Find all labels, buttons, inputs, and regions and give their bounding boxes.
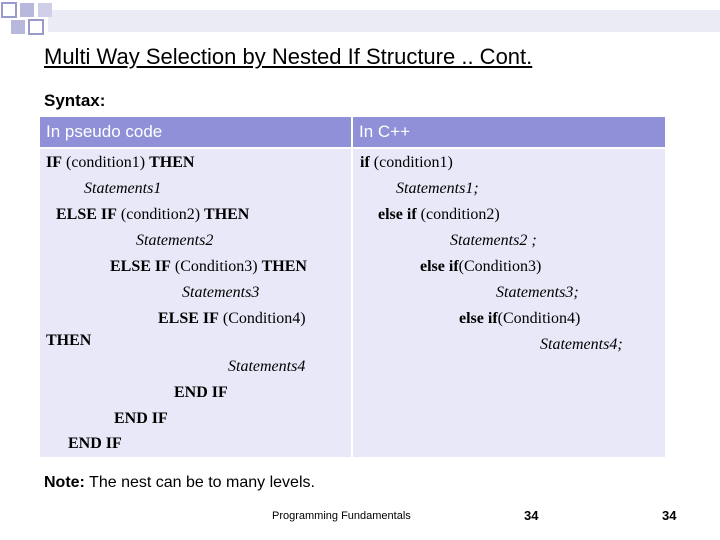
pseudo-line-9: Statements4 — [228, 358, 306, 375]
cpp-line-8: Statements4; — [540, 336, 623, 353]
pseudo-line-5: ELSE IF (Condition3) THEN — [110, 258, 307, 275]
pseudo-line-7: ELSE IF (Condition4) — [158, 310, 306, 327]
deco-square — [11, 20, 25, 34]
pseudo-line-12: END IF — [68, 435, 122, 452]
cpp-line-5: else if(Condition3) — [420, 258, 542, 275]
page-number-right: 34 — [662, 508, 677, 523]
cpp-line-7: else if(Condition4) — [459, 310, 581, 327]
pseudo-line-11: END IF — [114, 410, 168, 427]
header-pseudo-code: In pseudo code — [40, 117, 351, 147]
pseudo-line-1: IF (condition1) THEN — [46, 154, 195, 171]
pseudo-line-4: Statements2 — [136, 232, 214, 249]
column-divider — [351, 117, 353, 457]
cpp-line-4: Statements2 ; — [450, 232, 537, 249]
header-divider — [40, 147, 665, 149]
pseudo-line-6: Statements3 — [182, 284, 260, 301]
syntax-label: Syntax: — [44, 91, 106, 110]
cpp-line-3: else if (condition2) — [378, 206, 500, 223]
page-number: 34 — [524, 508, 539, 523]
decorative-header — [1, 2, 720, 35]
cpp-line-6: Statements3; — [496, 284, 579, 301]
deco-square — [28, 19, 44, 35]
syntax-table: In pseudo code In C++ IF (condition1) TH… — [40, 117, 665, 457]
pseudo-line-3: ELSE IF (condition2) THEN — [56, 206, 250, 223]
deco-square — [1, 2, 17, 18]
note-text: Note: The nest can be to many levels. — [44, 474, 315, 491]
header-cpp: In C++ — [353, 117, 665, 147]
pseudo-line-2: Statements1 — [84, 180, 162, 197]
cpp-line-1: if (condition1) — [360, 154, 453, 171]
deco-square — [20, 3, 34, 17]
top-bar — [48, 10, 720, 32]
slide-title: Multi Way Selection by Nested If Structu… — [44, 44, 533, 69]
deco-square — [38, 3, 52, 17]
pseudo-line-8: THEN — [46, 332, 92, 349]
footer-text: Programming Fundamentals — [272, 510, 411, 522]
cpp-line-2: Statements1; — [396, 180, 479, 197]
pseudo-line-10: END IF — [174, 384, 228, 401]
